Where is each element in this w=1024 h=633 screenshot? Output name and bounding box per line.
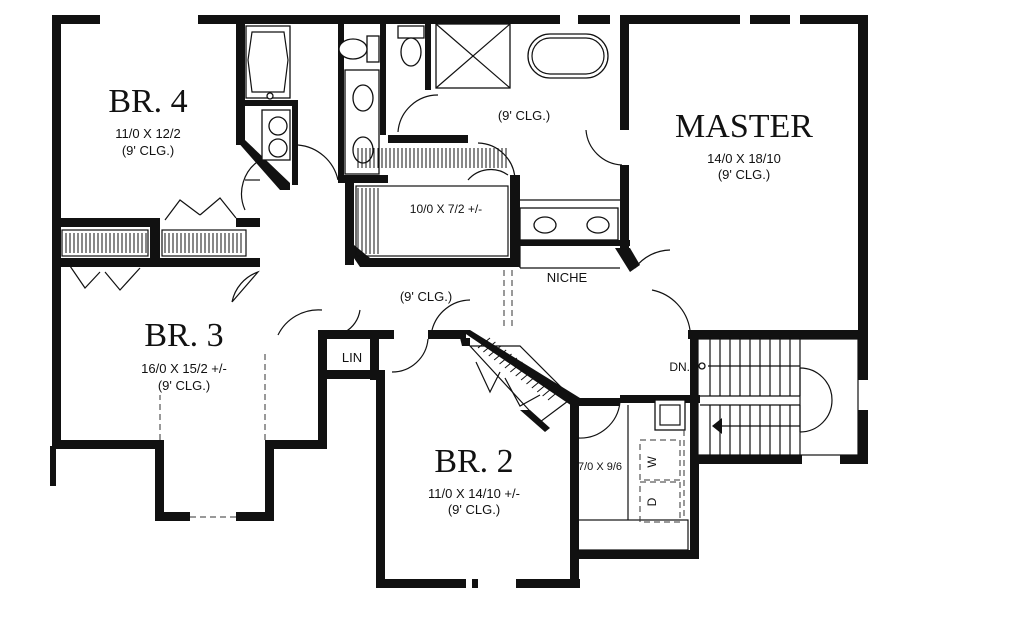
br4-closet-hatch: [61, 229, 247, 257]
labels: BR. 4 11/0 X 12/2 (9' CLG.) BR. 3 16/0 X…: [108, 83, 813, 517]
exterior-walls: [50, 15, 868, 588]
laundry-room: [577, 399, 689, 551]
br2-closet: [468, 337, 573, 423]
niche-label: NICHE: [547, 270, 588, 285]
br3-size: 16/0 X 15/2 +/-: [141, 361, 227, 376]
br4-closet-doors: [69, 197, 237, 291]
linen-label: LIN: [342, 350, 362, 365]
master-bath-fixtures: [397, 23, 623, 241]
master-details: [519, 199, 620, 268]
br4-size: 11/0 X 12/2: [115, 126, 181, 141]
walk-in-closet: [355, 148, 509, 257]
br4-name: BR. 4: [108, 83, 187, 120]
laundry-size: 7/0 X 9/6: [578, 461, 622, 473]
br3-bay-dashes: [159, 350, 266, 518]
br3-name: BR. 3: [144, 317, 223, 354]
master-size: 14/0 X 18/10: [707, 151, 781, 166]
washer-label: W: [645, 456, 659, 468]
br2-ceiling: (9' CLG.): [448, 502, 500, 517]
closet-size: 10/0 X 7/2 +/-: [410, 202, 482, 216]
stair-down-label: DN.: [669, 360, 690, 374]
br3-ceiling: (9' CLG.): [158, 378, 210, 393]
niche-area: [503, 267, 620, 330]
stair[interactable]: [697, 338, 859, 456]
master-ceiling: (9' CLG.): [718, 167, 770, 182]
hall-doors: [231, 249, 691, 439]
br2-size: 11/0 X 14/10 +/-: [428, 486, 520, 501]
dryer-label: D: [645, 497, 659, 506]
interior-walls: [52, 20, 868, 463]
hall-ceiling: (9' CLG.): [400, 289, 452, 304]
br4-ceiling: (9' CLG.): [122, 143, 174, 158]
br2-name: BR. 2: [434, 443, 513, 480]
master-name: MASTER: [675, 108, 813, 145]
master-bath-ceiling: (9' CLG.): [498, 108, 550, 123]
br4-bath-fixtures: [240, 25, 380, 211]
